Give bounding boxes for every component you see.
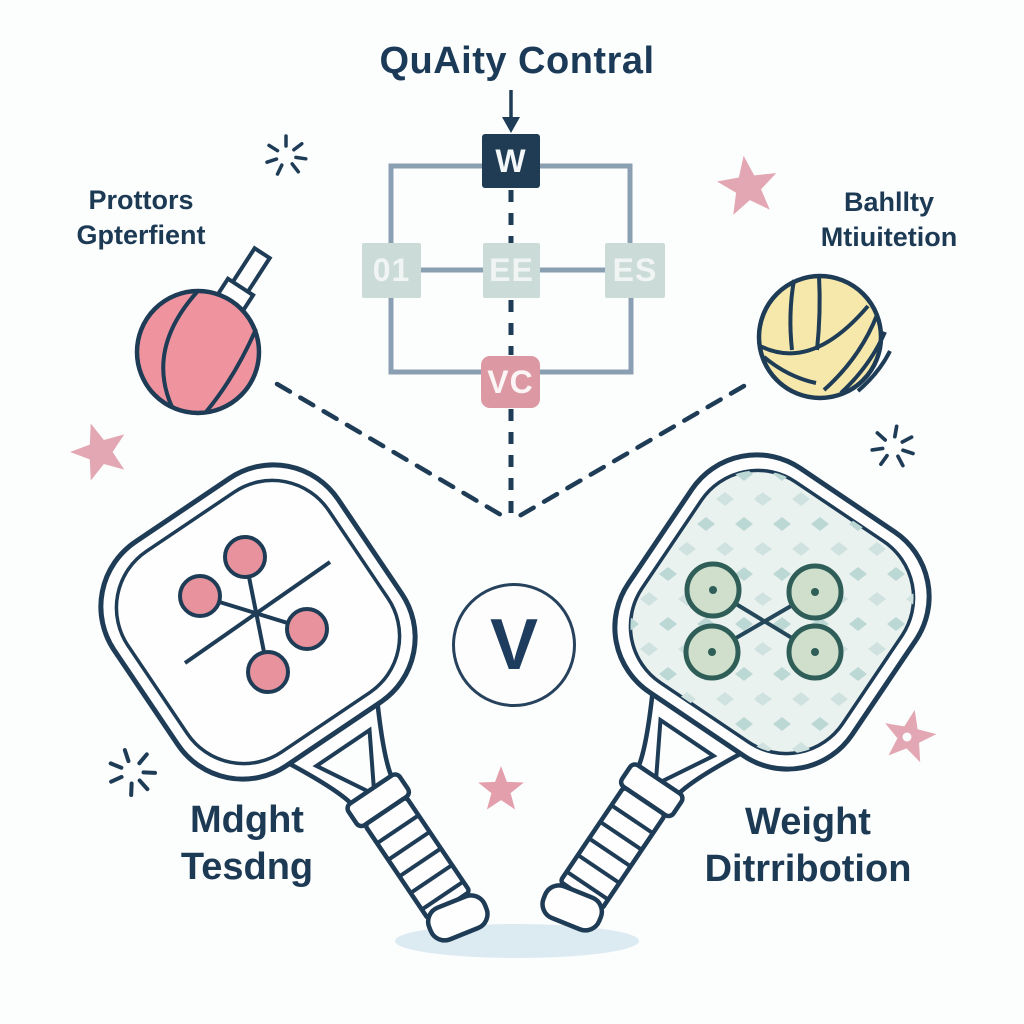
down-arrow-icon	[502, 90, 520, 133]
annotation-top-left: Prottors Gpterfient	[15, 183, 267, 253]
flow-box-bottom: VC	[481, 356, 540, 408]
annotation-line: Tesdng	[180, 846, 314, 888]
annotation-line: Prottors	[88, 185, 194, 215]
flow-box-left: 01	[362, 243, 421, 298]
flow-box-right: ES	[605, 243, 665, 298]
flow-box-center: EE	[483, 243, 540, 298]
annotation-bottom-left: Mdght Tesdng	[122, 797, 372, 891]
star-icons	[63, 151, 941, 810]
annotation-line: Ditrribotion	[704, 848, 912, 890]
page-title: QuAity Contral	[379, 40, 655, 82]
annotation-line: Mdght	[190, 799, 304, 841]
pink-ball-icon	[134, 245, 273, 416]
annotation-line: Weight	[745, 801, 871, 843]
annotation-bottom-right: Weight Ditrribotion	[678, 799, 938, 893]
flow-box-top: W	[482, 134, 540, 188]
node-pattern	[683, 561, 844, 681]
volleyball-icon	[756, 273, 892, 401]
pickleball-paddle-right-icon	[540, 452, 932, 933]
annotation-line: Gpterfient	[76, 220, 206, 250]
annotation-line: Bahllty	[843, 187, 935, 217]
molecule-pattern	[178, 535, 332, 694]
center-v-badge: V	[452, 583, 576, 707]
dashed-connectors	[274, 190, 747, 522]
annotation-top-right: Bahllty Mtiuitetion	[764, 185, 1014, 255]
annotation-line: Mtiuitetion	[820, 222, 958, 252]
